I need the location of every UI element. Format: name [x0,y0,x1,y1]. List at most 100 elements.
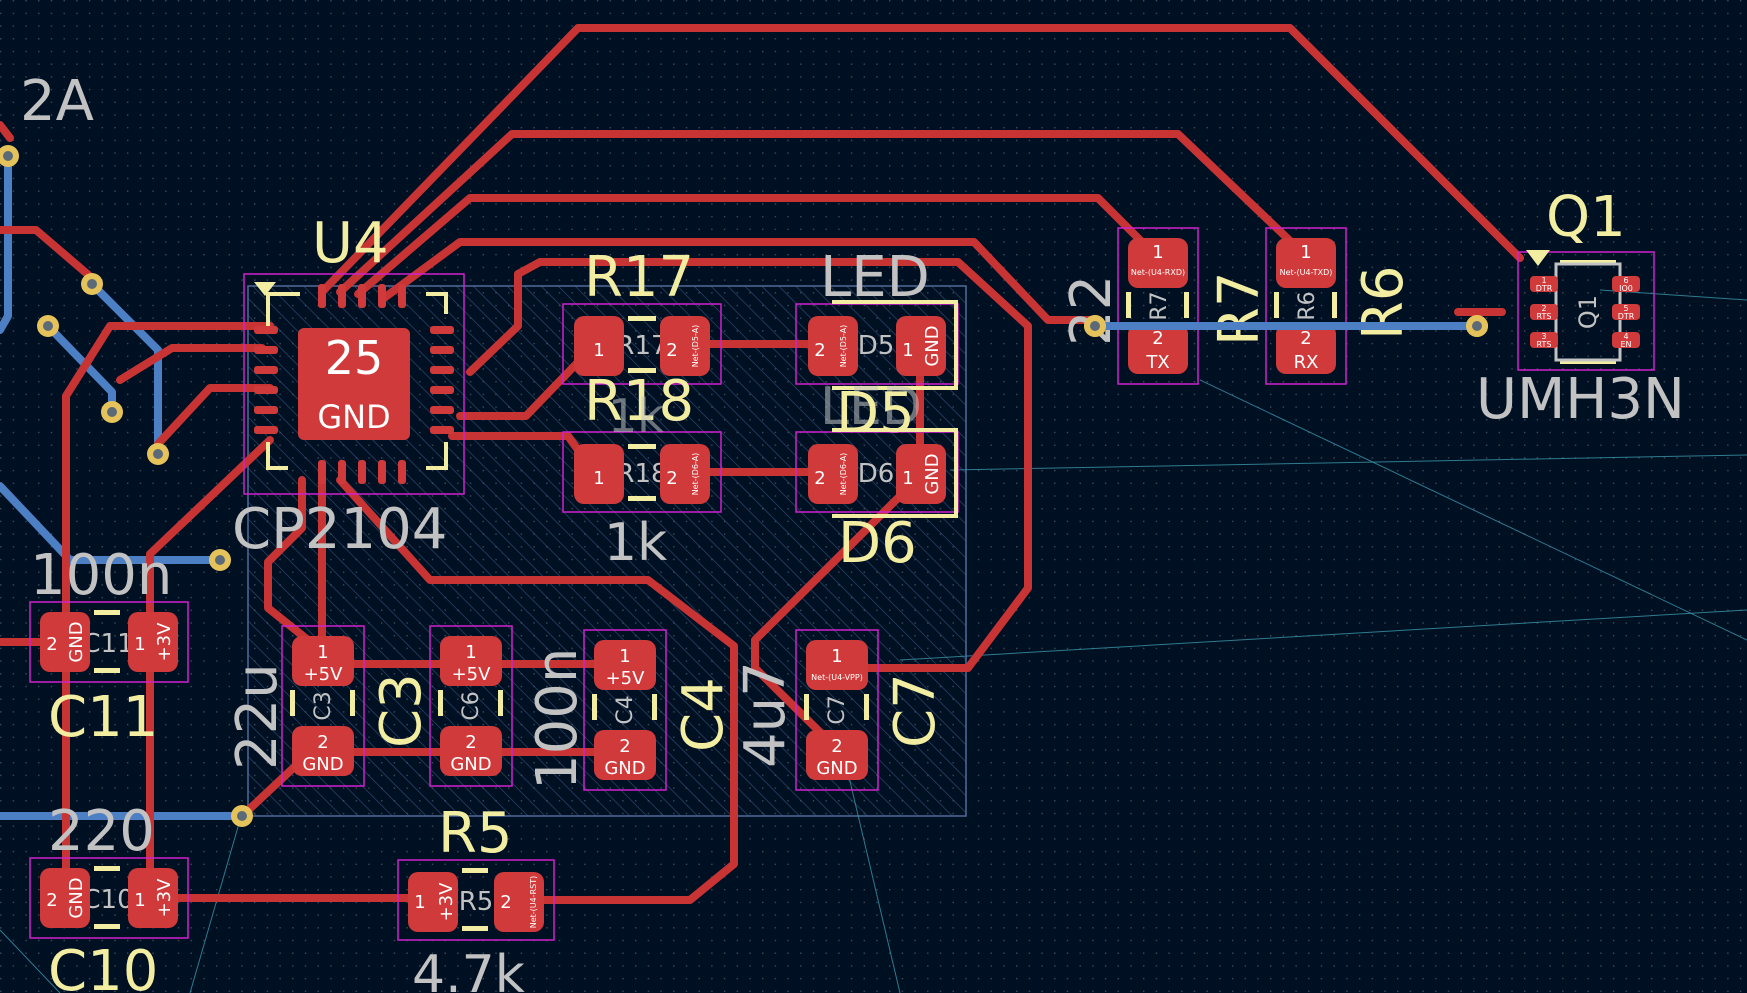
r17-pad2-net: Net-(D5-A) [691,325,700,368]
r6-pad1-net: Net-(U4-TXD) [1280,268,1333,277]
d5-pad2: 2 [814,340,825,361]
r7-pad2: 2 [1152,328,1163,349]
footprint-r7[interactable]: R7 1 Net-(U4-RXD) 2 TX [1117,227,1199,385]
via[interactable] [1084,315,1106,337]
r18-value: 1k [604,513,667,573]
c7-pad1: 1 [831,646,842,667]
r6-pad2: 2 [1300,328,1311,349]
q1-pad1: 1 [1541,276,1546,285]
c11-pad2: 2 [46,634,57,655]
c10-pad2: 2 [46,890,57,911]
q1-pad4-net: EN [1620,340,1631,349]
d5-reference: D5 [836,381,915,446]
footprint-c3[interactable]: C3 1 +5V 2 GND [281,625,365,787]
via [231,805,253,827]
c7-pad2-net: GND [816,758,857,779]
q1-pin1-marker-icon [1526,250,1550,266]
c10-value: 220 [48,799,155,864]
footprint-r6[interactable]: R6 1 Net-(U4-TXD) 2 RX [1265,227,1347,385]
q1-pad4: 4 [1623,332,1628,341]
q1-pad5: 5 [1623,304,1628,313]
q1-fab-label: Q1 [1574,295,1602,329]
u4-pad-net: GND [317,398,390,436]
c3-pad2-net: GND [302,754,343,775]
d6-pad2-net: Net-(D6-A) [839,453,848,496]
footprint-c10[interactable]: C10 2 GND 1 +3V [29,857,189,939]
c6-pad2-net: GND [450,754,491,775]
r17-value: 1k [608,389,664,443]
led-label-top: LED [820,245,930,310]
c7-reference: C7 [883,673,948,748]
q1-pad6-net: IO0 [1619,284,1633,293]
r18-reference: R18 [584,369,694,434]
c6-fab-label: C6 [459,691,484,720]
r5-reference: R5 [438,801,513,866]
c4-pad1: 1 [619,646,630,667]
footprint-c11[interactable]: C11 2 GND 1 +3V [29,601,189,683]
via [81,273,103,295]
c11-pad1-net: +3V [154,622,175,662]
u4-side-pads[interactable] [254,284,454,484]
c11-value: 100n [30,543,172,608]
c3-value: 22u [225,663,290,770]
r5-pad1-net: +3V [436,882,457,922]
via [0,145,19,167]
c3-pad1-net: +5V [304,664,344,685]
footprint-r18[interactable]: R18 1 2 Net-(D6-A) [562,431,722,513]
footprint-c4[interactable]: C4 1 +5V 2 GND [583,629,667,791]
d6-pad1-net: GND [922,453,943,494]
q1-value: UMH3N [1476,367,1685,432]
r17-reference: R17 [584,245,694,310]
u4-pad-number: 25 [325,331,384,385]
footprint-d6[interactable]: D6 2 Net-(D6-A) 1 GND [795,428,959,518]
r17-pad1: 1 [593,340,604,361]
footprint-c6[interactable]: C6 1 +5V 2 GND [429,625,513,787]
q1-pad3-net: RTS [1537,340,1552,349]
c6-pad1: 1 [465,642,476,663]
d5-pad2-net: Net-(D5-A) [839,325,848,368]
d5-pad1-net: GND [922,325,943,366]
q1-pad5-net: DTR [1618,312,1635,321]
c7-fab-label: C7 [825,695,850,724]
d6-fab-label: D6 [858,459,895,489]
c4-pad2: 2 [619,736,630,757]
via[interactable] [1466,315,1488,337]
d5-pad1: 1 [902,340,913,361]
q1-pad1-net: DTR [1536,284,1553,293]
pin1-marker-icon [254,282,276,296]
footprint-q1[interactable]: Q1 1 DTR 2 RTS 3 RTS 6 IO0 5 DTR 4 EN [1517,250,1655,371]
footprint-r17[interactable]: R17 1 2 Net-(D5-A) [562,303,722,385]
c11-fab-label: C11 [82,629,133,659]
c6-value: 100n [525,648,590,790]
c3-reference: C3 [369,673,434,748]
c3-pad2: 2 [317,732,328,753]
r17-pad2: 2 [666,340,677,361]
r5-pad2-net: Net-(U4-RST) [529,876,538,929]
q1-reference: Q1 [1546,185,1626,250]
c11-reference: C11 [48,685,158,750]
c6-pad1-net: +5V [452,664,492,685]
footprint-d5[interactable]: D5 2 Net-(D5-A) 1 GND [795,300,959,390]
footprint-r5[interactable]: R5 1 +3V 2 Net-(U4-RST) [397,859,555,941]
c4-fab-label: C4 [613,695,638,724]
c10-fab-label: C10 [82,885,133,915]
r5-fab-label: R5 [459,887,494,917]
d6-reference: D6 [838,511,917,576]
c7-value: 4u7 [733,661,798,768]
c4-pad2-net: GND [604,758,645,779]
r18-pad2: 2 [666,468,677,489]
d5-value: LED [820,377,922,437]
r6-pad1: 1 [1300,242,1311,263]
r7-pad1-net: Net-(U4-RXD) [1131,268,1185,277]
r7-fab-label: R7 [1147,291,1172,320]
q1-pad2: 2 [1541,304,1546,313]
footprint-u4[interactable]: 25 GND [243,273,465,495]
c7-pad1-net: Net-(U4-VPP) [811,673,863,682]
footprint-c7[interactable]: C7 1 Net-(U4-VPP) 2 GND [795,629,879,791]
c4-reference: C4 [671,677,736,752]
r5-pad2: 2 [500,892,511,913]
r18-fab-label: R18 [616,459,667,489]
r7-pad1: 1 [1152,242,1163,263]
q1-pad2-net: RTS [1537,312,1552,321]
